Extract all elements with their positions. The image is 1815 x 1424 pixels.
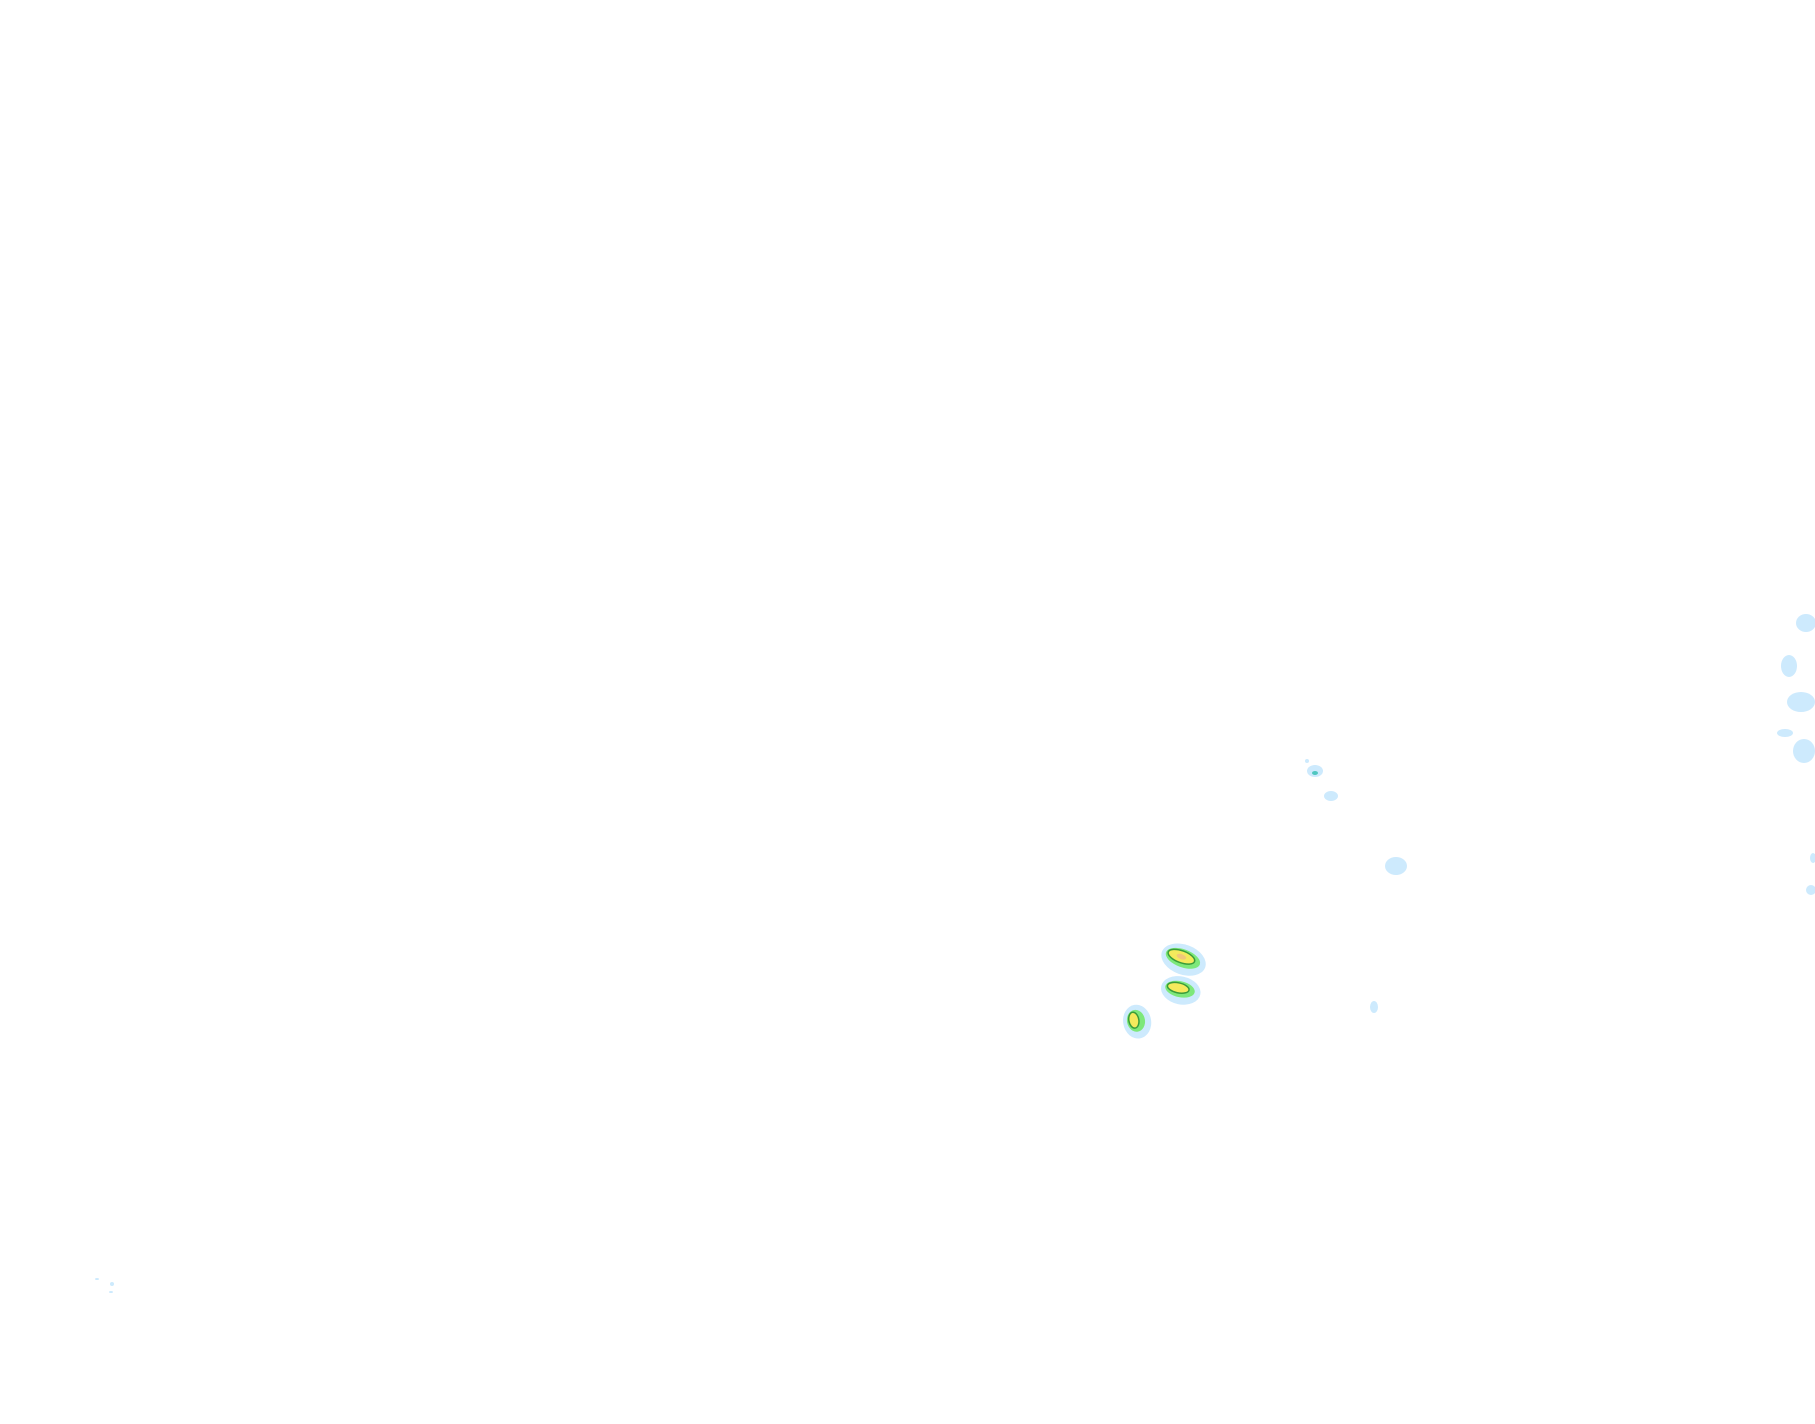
light-precipitation-blob xyxy=(1370,1001,1378,1013)
light-precipitation-blob xyxy=(95,1278,99,1280)
light-precipitation-blob xyxy=(1781,655,1797,677)
storm-cell xyxy=(1123,1004,1152,1039)
light-precipitation-blob xyxy=(109,1291,113,1293)
light-precipitation-blob xyxy=(110,1282,114,1286)
light-precipitation-blob xyxy=(1305,759,1309,763)
storm-cell xyxy=(1161,943,1206,976)
storm-cell-peak xyxy=(1176,953,1187,960)
storm-cells-layer xyxy=(1123,943,1206,1039)
radar-echo-cell xyxy=(1312,771,1318,775)
light-precipitation-layer xyxy=(95,614,1815,1293)
storm-cell-core xyxy=(1166,981,1190,994)
light-precipitation-blob xyxy=(1777,729,1793,737)
storm-cell-core xyxy=(1127,1011,1140,1029)
light-precipitation-blob xyxy=(1787,692,1815,712)
light-precipitation-blob xyxy=(1385,857,1407,875)
light-precipitation-blob xyxy=(1796,614,1815,632)
light-precipitation-blob xyxy=(1324,791,1338,801)
light-precipitation-blob xyxy=(1806,885,1815,895)
light-precipitation-blob xyxy=(1793,739,1815,763)
storm-cell xyxy=(1160,976,1201,1005)
light-precipitation-blob xyxy=(1810,853,1815,863)
